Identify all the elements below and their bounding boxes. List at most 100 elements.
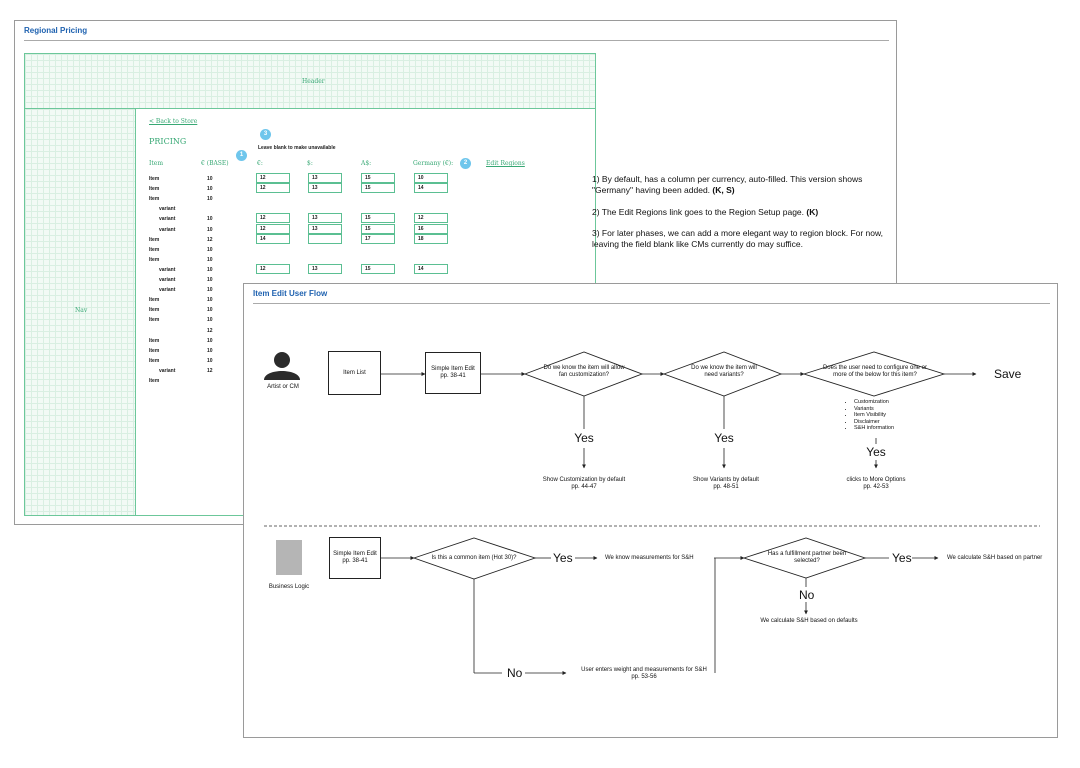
header-label: Header — [302, 78, 325, 85]
q1-yes-label: Yes — [574, 431, 594, 445]
defaults-result: We calculate S&H based on defaults — [760, 618, 858, 624]
q3-text: Does the user need to configure one or m… — [822, 365, 928, 378]
actor-artist-label: Artist or CM — [267, 384, 299, 390]
q2-yes-label: Yes — [714, 431, 734, 445]
price-input[interactable]: 12 — [256, 263, 290, 274]
decision-q2 — [662, 351, 783, 397]
base-price: 10 — [207, 256, 213, 263]
price-input[interactable]: 12 — [256, 213, 290, 224]
column-header: $: — [307, 160, 313, 167]
item-label: Item — [149, 337, 160, 344]
option-item: Variants — [854, 406, 894, 413]
price-input[interactable]: 17 — [361, 233, 395, 244]
price-input[interactable]: 15 — [361, 183, 395, 194]
save-label: Save — [994, 367, 1022, 381]
flow-connectors — [264, 351, 1040, 675]
q4-text: Is this a common item (Hot 30)? — [431, 555, 517, 561]
price-input[interactable]: 14 — [414, 183, 448, 194]
edit-regions-link[interactable]: Edit Regions — [486, 160, 525, 167]
price-input[interactable]: 14 — [414, 263, 448, 274]
title-divider — [24, 40, 889, 41]
price-input[interactable]: 13 — [308, 213, 342, 224]
note-badge-1: 1 — [236, 150, 247, 161]
item-label: Item — [149, 196, 160, 203]
item-label: Item — [149, 307, 160, 314]
variant-label: variant — [159, 216, 176, 223]
price-input[interactable]: 12 — [256, 223, 290, 234]
nav-placeholder: Nav — [24, 108, 136, 516]
price-input[interactable]: 13 — [308, 183, 342, 194]
price-input[interactable]: 16 — [414, 223, 448, 234]
base-price: 10 — [207, 347, 213, 354]
item-label: Item — [149, 256, 160, 263]
price-input[interactable]: 12 — [256, 173, 290, 183]
decision-q1 — [523, 351, 644, 397]
base-price: 12 — [207, 236, 213, 243]
price-input[interactable]: 15 — [361, 213, 395, 224]
price-input[interactable]: 12 — [414, 213, 448, 224]
item-label: Item — [149, 176, 160, 182]
q4-no-label: No — [507, 666, 523, 680]
price-input[interactable]: 15 — [361, 223, 395, 234]
variant-label: variant — [159, 206, 176, 213]
price-input[interactable]: 13 — [308, 173, 342, 183]
option-item: Disclaimer — [854, 419, 894, 426]
item-label: Item — [149, 317, 160, 324]
item-label: Item — [149, 378, 160, 384]
back-to-store-link[interactable]: < Back to Store — [149, 118, 198, 125]
price-input[interactable]: 10 — [414, 173, 448, 183]
base-price: 10 — [207, 287, 213, 294]
q4-yes-label: Yes — [553, 551, 573, 565]
item-list-box: Item List — [328, 351, 381, 395]
base-price: 10 — [207, 226, 213, 233]
q3-yes-label: Yes — [866, 445, 886, 459]
price-input[interactable]: 15 — [361, 263, 395, 274]
base-price: 10 — [207, 176, 213, 182]
item-label: Item — [149, 297, 160, 304]
item-label: Item — [149, 186, 160, 193]
note-badge-3: 3 — [260, 129, 271, 140]
q1-text: Do we know the item will allow fan custo… — [543, 365, 625, 378]
decision-q5 — [742, 537, 867, 579]
business-logic-icon — [276, 540, 302, 575]
base-price: 12 — [207, 367, 213, 374]
variant-label: variant — [159, 367, 176, 374]
price-input[interactable]: 14 — [256, 233, 290, 244]
base-price: 10 — [207, 266, 213, 273]
q2-text: Do we know the item will need variants? — [691, 365, 757, 378]
pricing-panel-title: Regional Pricing — [24, 26, 88, 35]
column-header: €: — [257, 160, 263, 167]
options-list: CustomizationVariantsItem VisibilityDisc… — [844, 399, 894, 432]
base-price: 10 — [207, 246, 213, 253]
price-input[interactable]: 13 — [308, 223, 342, 234]
decision-q3 — [802, 351, 946, 397]
item-edit-user-flow-panel: Item Edit User Flow — [243, 283, 1058, 738]
nav-label: Nav — [75, 307, 88, 314]
column-header: A$: — [361, 160, 372, 167]
price-input[interactable]: 15 — [361, 173, 395, 183]
measurements-known: We know measurements for S&H — [605, 555, 694, 561]
user-enters-result: User enters weight and measurements for … — [581, 667, 707, 680]
q5-text: Has a fulfillment partner been selected? — [767, 551, 847, 564]
item-label: Item — [149, 246, 160, 253]
price-input[interactable]: 18 — [414, 233, 448, 244]
item-label: Item — [149, 357, 160, 364]
actor-business-label: Business Logic — [268, 584, 310, 590]
column-header: € (BASE) — [201, 160, 229, 167]
base-price: 10 — [207, 297, 213, 304]
partner-result: We calculate S&H based on partner — [947, 555, 1043, 561]
base-price: 10 — [207, 277, 213, 283]
header-placeholder: Header — [24, 53, 596, 109]
variant-label: variant — [159, 287, 176, 294]
price-input[interactable] — [308, 233, 342, 244]
price-input[interactable]: 13 — [308, 263, 342, 274]
option-item: Customization — [854, 399, 894, 406]
variant-label: variant — [159, 226, 176, 233]
price-input[interactable]: 12 — [256, 183, 290, 194]
column-header: Germany (€): — [413, 160, 454, 167]
decision-q4 — [412, 537, 537, 580]
